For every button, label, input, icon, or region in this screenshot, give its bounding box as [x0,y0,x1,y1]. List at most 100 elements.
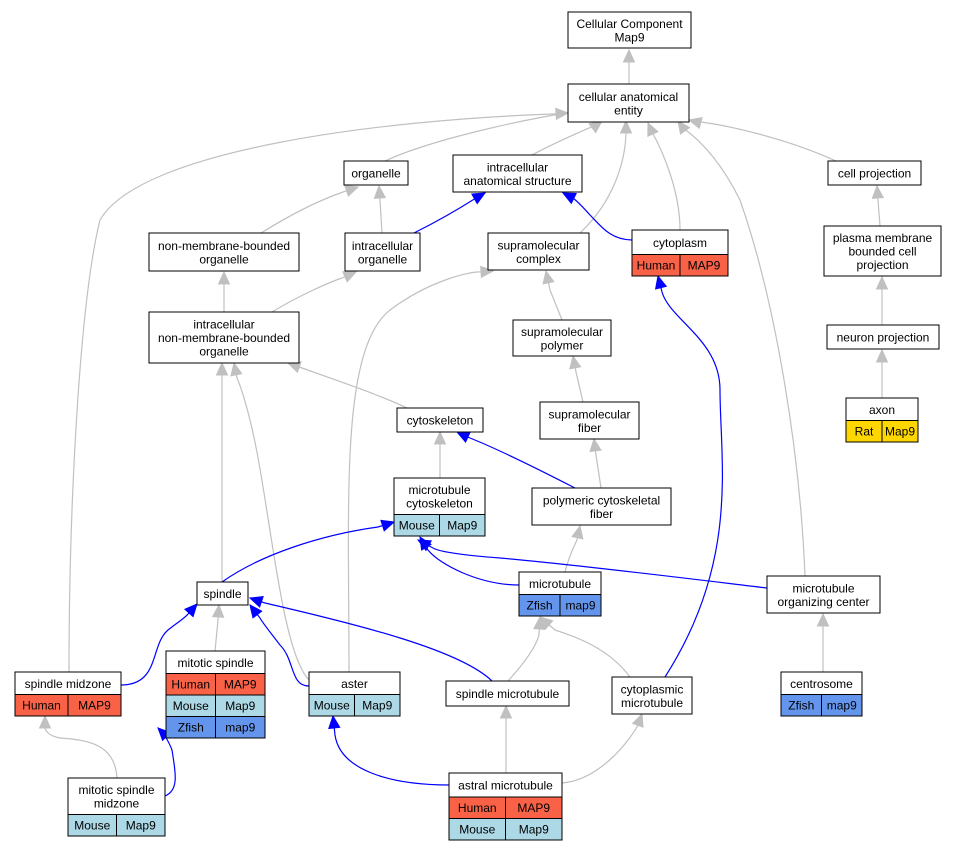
node-label-line: mitotic spindle [177,656,253,670]
gene-cell [439,514,486,537]
gene-cell [116,814,166,837]
node-cytoskeleton[interactable]: cytoskeleton [396,407,484,433]
node-label-line: supramolecular [548,407,630,421]
node-frame [766,575,881,614]
edge-polymeric-cytoskeletal-fiber-to-cytoskeleton [455,431,576,489]
edge-centrosome-to-microtubule-organizing-center [816,612,830,672]
arrowhead-icon [480,265,495,279]
node-frame [344,232,421,272]
arrowhead-icon [631,712,644,728]
node-frame [539,401,640,440]
node-label-line: supramolecular [497,238,579,252]
edge-polymeric-cytoskeletal-fiber-to-supramolecular-fiber [589,437,602,489]
node-label-line: intracellular [352,239,413,253]
node-frame [487,232,590,271]
node-label-line: organelle [358,252,408,266]
arrowhead-icon [499,704,513,719]
node-spindle-microtubule[interactable]: spindle microtubule [445,680,570,707]
gene-cell [354,694,401,717]
node-cell-projection[interactable]: cell projection [827,160,922,186]
node-frame [196,581,249,606]
node-frame [567,83,690,123]
node-frame [823,225,942,277]
edge-line [579,133,627,234]
arrowhead-icon [555,107,570,121]
arrowhead-icon [871,184,885,199]
edge-line-end [574,367,577,373]
arrowhead-icon [215,361,229,376]
node-label-line: bounded cell [848,245,916,259]
gene-label: Map9 [362,699,392,713]
edge-line [236,377,310,681]
edge-cytoplasm-to-intracellular-anatomical-structure [561,192,633,241]
gene-label: Map9 [225,699,255,713]
node-label-line: neuron projection [837,331,930,345]
node-label-line: cytoskeleton [407,414,474,428]
edge-line-end [341,276,346,279]
species-label: Human [458,801,497,815]
edge-line [68,113,554,673]
arrowhead-icon [569,354,582,370]
arrowhead-icon [561,192,577,205]
edge-aster-to-spindle [249,604,310,687]
node-spindle[interactable]: spindle [196,581,249,606]
gene-label: Map9 [885,425,915,439]
node-label-line: organizing center [777,595,869,609]
node-intracellular-non-membrane-bounded-organelle[interactable]: intracellularnon-membrane-boundedorganel… [148,311,300,364]
node-label-line: Map9 [614,30,644,44]
node-label-line: microtubule [621,696,683,710]
node-label-line: fiber [578,421,601,435]
gene-label: MAP9 [224,678,257,692]
edge-line [432,547,768,589]
arrowhead-icon [455,431,471,443]
edge-supramolecular-complex-to-cellular-anatomical-entity [579,119,633,234]
edge-aster-to-supramolecular-complex [347,265,495,673]
node-organelle[interactable]: organelle [343,160,409,186]
arrowhead-icon [816,612,830,627]
edge-line-end [256,614,261,619]
edge-line [413,197,477,234]
node-label-line: fiber [590,507,613,521]
edge-line [682,127,806,577]
edge-cytoplasmic-microtubule-to-cytoplasm [654,274,724,678]
node-label-line: intracellular [487,160,548,174]
arrowhead-icon [230,361,243,377]
node-label-line: anatomical structure [463,174,571,188]
edge-line [572,197,633,241]
node-neuron-projection[interactable]: neuron projection [826,324,940,350]
edge-intracellular-non-membrane-bounded-organelle-to-intracellular-organelle [271,271,358,313]
edge-line-end [333,727,336,736]
arrowhead-icon [471,192,487,205]
gene-cell [679,254,729,277]
edge-cytoplasm-to-cellular-anatomical-entity [647,121,681,231]
edge-line [531,123,599,156]
node-label-line: non-membrane-bounded [158,331,290,345]
edge-line [120,613,189,686]
node-label-line: Cellular Component [576,17,683,31]
edge-line-end [547,282,551,291]
edge-supramolecular-polymer-to-supramolecular-complex [542,269,563,321]
edge-intracellular-anatomical-structure-to-cellular-anatomical-entity [531,120,603,156]
